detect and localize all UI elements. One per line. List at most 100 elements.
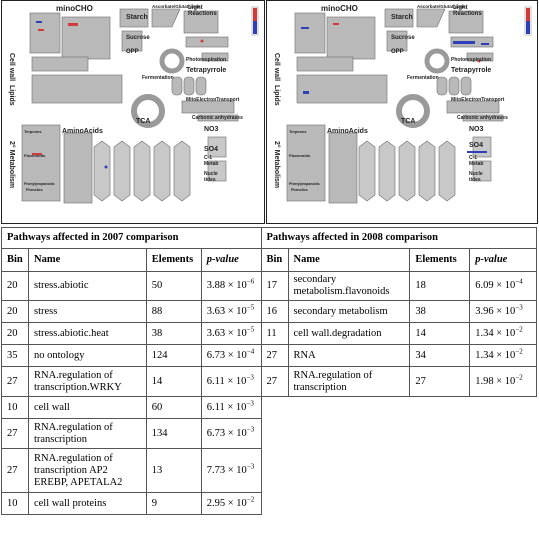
pvalue-cell: 3.63 × 10−5 — [200, 300, 262, 323]
bin-cell: 27 — [1, 366, 29, 397]
empty-cell — [288, 493, 410, 515]
svg-text:Tetrapyrrole: Tetrapyrrole — [451, 67, 491, 74]
pvalue-mantissa: 3.63 × 10 — [206, 305, 247, 317]
label-minocho: minoCHO — [56, 4, 93, 13]
pvalue-mantissa: 7.73 × 10 — [206, 464, 247, 476]
svg-text:C-1: C-1 — [469, 155, 477, 161]
cellwall-block — [29, 12, 61, 54]
svg-text:2° Metabolism: 2° Metabolism — [8, 141, 16, 188]
empty-cell — [470, 419, 537, 449]
pvalue-cell: 7.73 × 10−3 — [200, 448, 262, 493]
empty-cell — [288, 419, 410, 449]
pvalue-exponent: −4 — [246, 347, 255, 355]
svg-text:Phenolics: Phenolics — [26, 188, 43, 192]
svg-text:Photorespiration: Photorespiration — [186, 57, 226, 63]
metabolism-overview-map: minoCHO Ascorbate/Glutathione Light Reac… — [273, 4, 532, 204]
pvalue-mantissa: 3.63 × 10 — [206, 327, 247, 339]
pvalue-mantissa: 6.11 × 10 — [206, 401, 247, 413]
col-elements: Elements — [409, 248, 471, 272]
empty-cell — [288, 397, 410, 419]
pvalue-cell: 6.09 × 10−4 — [469, 271, 537, 301]
elements-cell: 38 — [145, 322, 202, 345]
col-name: Name — [287, 248, 411, 272]
bin-cell: 27 — [260, 366, 289, 397]
table-2008-title: Pathways affected in 2008 comparison — [260, 227, 538, 249]
empty-cell — [470, 449, 537, 493]
empty-cell — [261, 419, 288, 449]
svg-text:Fermentation: Fermentation — [407, 75, 439, 81]
svg-text:AminoAcids: AminoAcids — [62, 128, 103, 135]
svg-text:Terpenes: Terpenes — [24, 129, 42, 134]
pvalue-mantissa: 6.73 × 10 — [206, 427, 247, 439]
svg-text:Sucrose: Sucrose — [126, 35, 150, 41]
svg-text:Tetrapyrrole: Tetrapyrrole — [186, 67, 226, 74]
name-cell: RNA.regulation of transcription — [27, 418, 147, 449]
pvalue-exponent: −3 — [246, 399, 254, 407]
col-pvalue: p-value — [469, 248, 537, 272]
table-title-row: Pathways affected in 2007 comparison Pat… — [1, 227, 538, 249]
svg-text:MitoElectronTransport: MitoElectronTransport — [451, 97, 505, 103]
pvalue-cell: 1.34 × 10−2 — [469, 322, 537, 345]
elements-cell: 14 — [409, 322, 471, 345]
svg-text:Starch: Starch — [126, 14, 148, 21]
name-cell: RNA.regulation of transcription — [287, 366, 411, 397]
empty-cell — [261, 493, 288, 515]
col-bin: Bin — [1, 248, 29, 272]
empty-cell — [288, 449, 410, 493]
pvalue-exponent: −3 — [246, 425, 255, 433]
pvalue-cell: 2.95 × 10−2 — [200, 492, 262, 515]
elements-cell: 9 — [145, 492, 202, 515]
metabolism-overview-map: minoCHO Ascorbate/Glutathione Light Reac… — [8, 4, 259, 204]
tca-cycle — [131, 94, 165, 128]
svg-text:Phenolics: Phenolics — [291, 188, 308, 192]
svg-text:Metab: Metab — [204, 161, 218, 167]
bin-cell: 35 — [1, 344, 29, 367]
bin-cell: 27 — [1, 418, 29, 449]
svg-text:Carbonic anhydrases: Carbonic anhydrases — [192, 115, 243, 121]
pvalue-exponent: −3 — [246, 373, 254, 381]
pvalue-exponent: −2 — [246, 495, 255, 503]
svg-text:SO4: SO4 — [469, 142, 483, 149]
bin-cell: 17 — [260, 271, 289, 301]
pvalue-mantissa: 6.11 × 10 — [206, 375, 247, 387]
svg-text:Sucrose: Sucrose — [391, 35, 415, 41]
svg-text:Lipids: Lipids — [273, 85, 280, 106]
svg-text:OPP: OPP — [391, 49, 404, 55]
name-cell: RNA.regulation of transcription.WRKY — [27, 366, 147, 397]
bin-cell: 10 — [1, 492, 29, 515]
pvalue-exponent: −5 — [246, 303, 255, 311]
svg-text:TCA: TCA — [401, 118, 415, 125]
pvalue-cell: 6.11 × 10−3 — [200, 366, 262, 397]
pvalue-mantissa: 1.34 × 10 — [475, 349, 516, 361]
svg-text:minoCHO: minoCHO — [321, 4, 358, 13]
svg-text:Starch: Starch — [391, 14, 413, 21]
pvalue-exponent: −6 — [246, 277, 255, 286]
elements-cell: 60 — [145, 396, 202, 419]
svg-text:Nucle: Nucle — [204, 171, 218, 177]
svg-text:Carbonic anhydrases: Carbonic anhydrases — [457, 115, 508, 121]
svg-text:Metab: Metab — [469, 161, 483, 167]
col-pvalue: p-value — [200, 248, 262, 272]
svg-text:Ascorbate/Glutathione: Ascorbate/Glutathione — [152, 4, 201, 9]
svg-text:Light: Light — [453, 5, 468, 11]
table-column-headers: Bin Name Elements p-value Bin Name Eleme… — [1, 248, 537, 272]
svg-text:Cell wall: Cell wall — [8, 53, 15, 81]
empty-cell — [410, 419, 470, 449]
bin-cell: 11 — [260, 322, 289, 345]
svg-text:TCA: TCA — [136, 118, 150, 125]
svg-text:Phenylpropanoids: Phenylpropanoids — [24, 182, 55, 186]
name-cell: cell wall proteins — [27, 492, 147, 515]
empty-cell — [470, 397, 537, 419]
pvalue-cell: 1.34 × 10−2 — [469, 344, 537, 367]
name-cell: stress.abiotic — [27, 271, 147, 301]
name-cell: stress — [27, 300, 147, 323]
elements-cell: 13 — [145, 448, 202, 493]
bin-cell: 20 — [1, 300, 29, 323]
